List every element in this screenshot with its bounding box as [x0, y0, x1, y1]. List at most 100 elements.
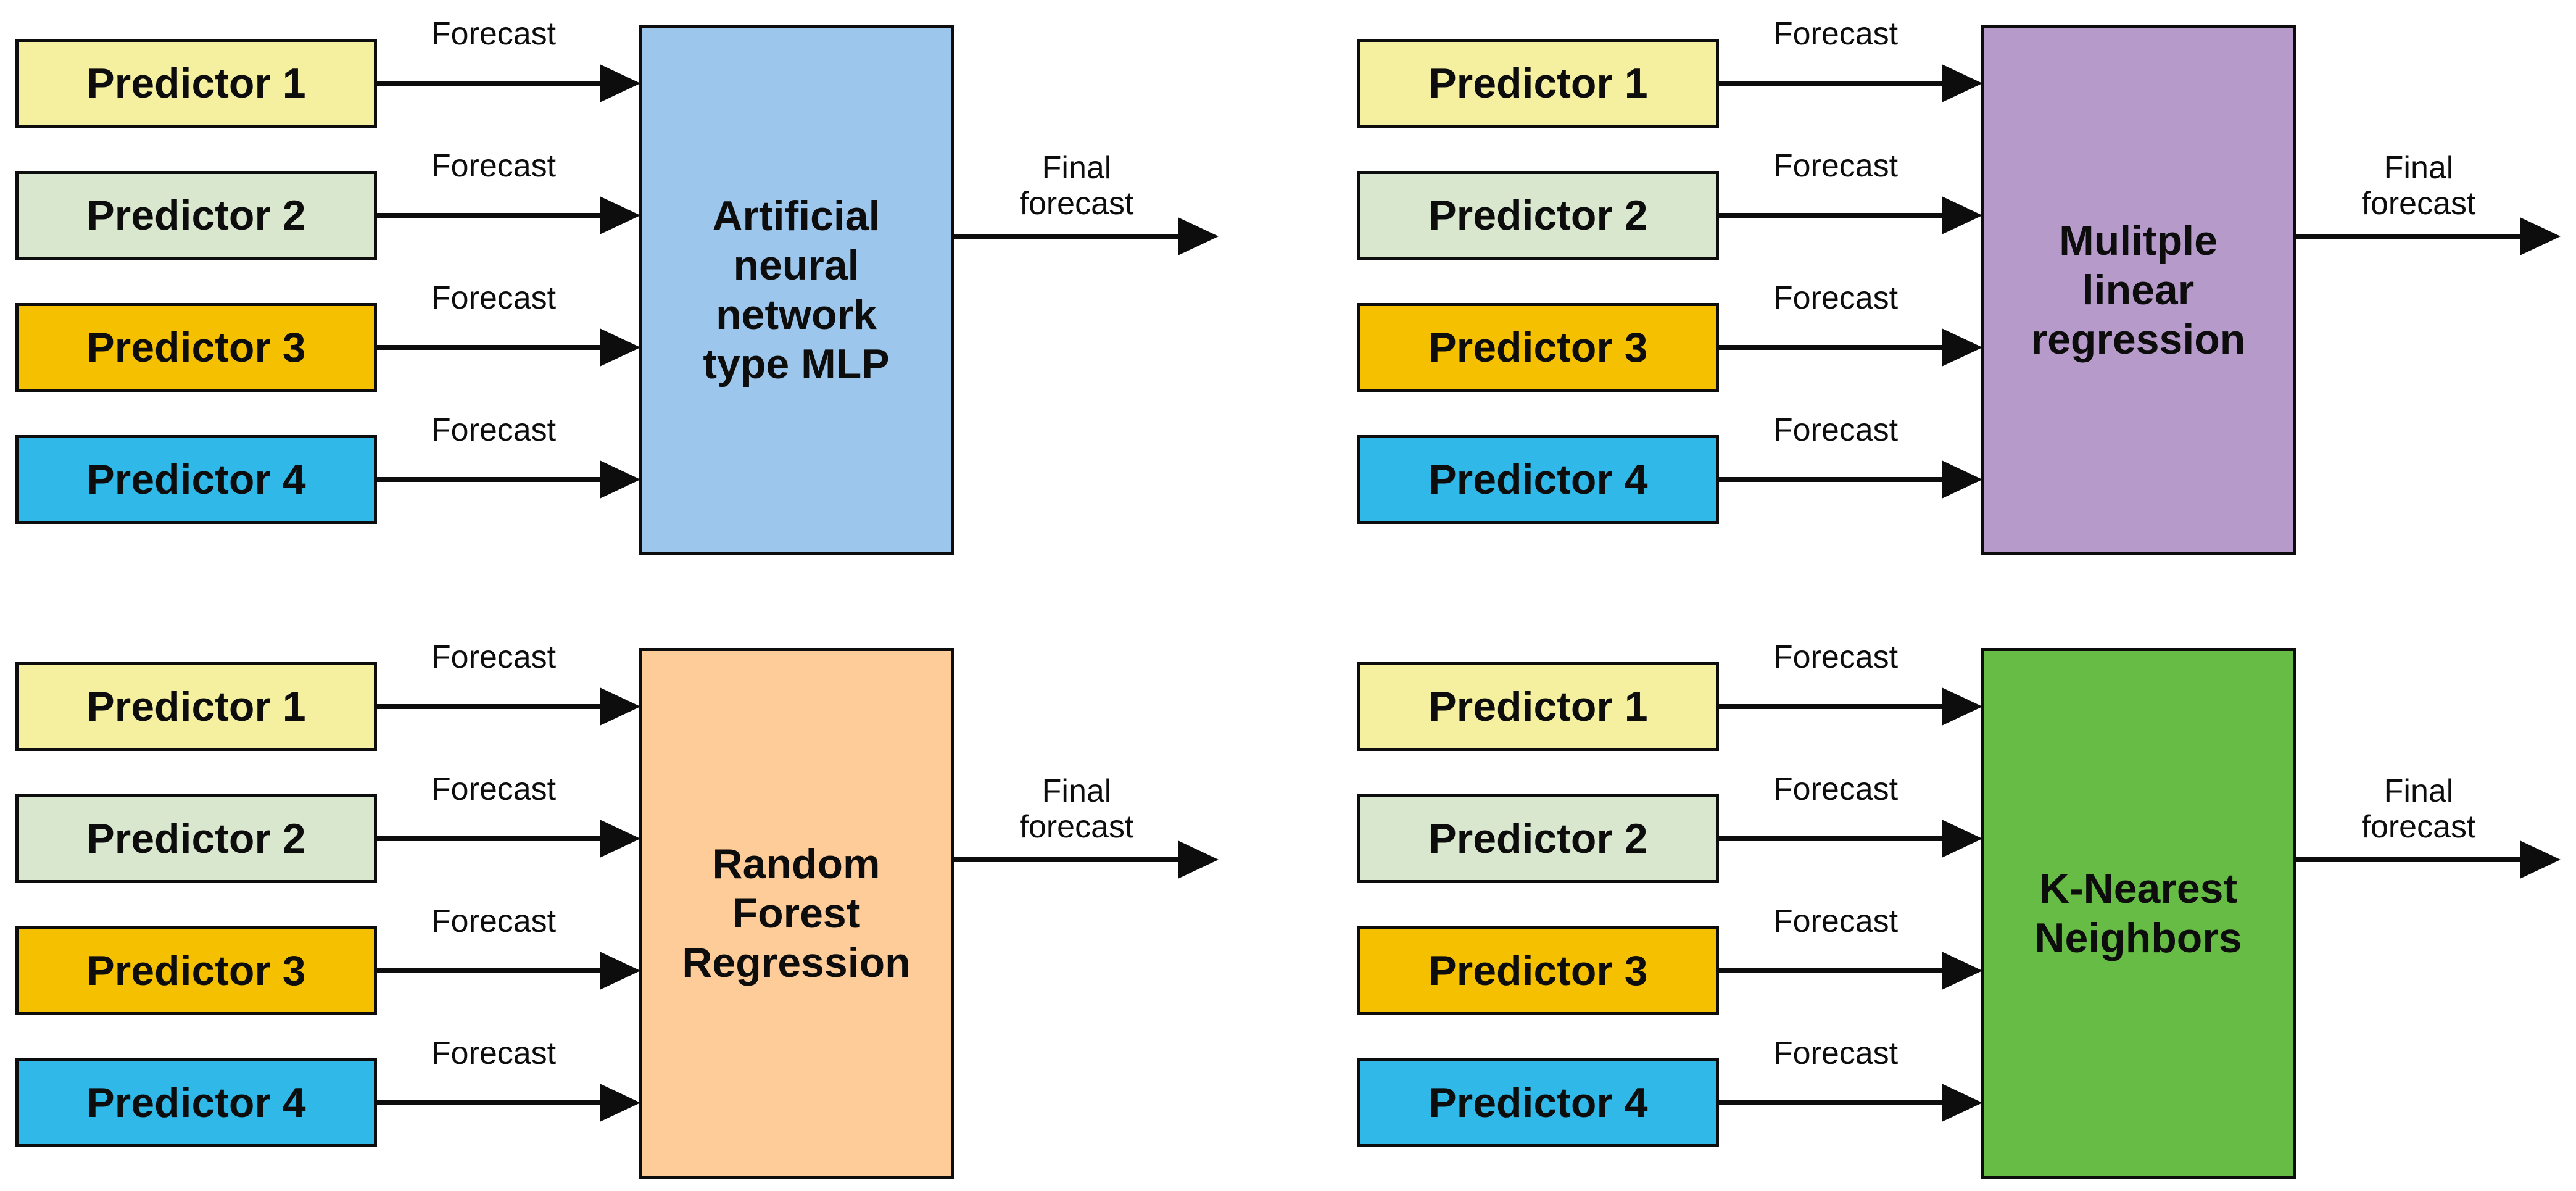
forecast-label: Forecast: [431, 16, 557, 52]
predictor-4-box: Predictor 4: [1357, 1058, 1719, 1147]
ann-mlp-box: Artificial neural network type MLP: [639, 25, 954, 555]
final-forecast-arrow-shaft: [954, 234, 1179, 239]
forecast-label: Forecast: [431, 280, 557, 316]
forecast-arrow-shaft: [377, 836, 603, 841]
forecast-arrow-head: [600, 687, 640, 726]
forecast-label: Forecast: [1773, 280, 1899, 316]
forecast-arrow-shaft: [377, 968, 603, 973]
model-title-line: K-Nearest: [2039, 865, 2238, 912]
forecast-arrow-shaft: [377, 1100, 603, 1105]
forecast-arrow-shaft: [1719, 704, 1945, 709]
final-forecast-label: Final forecast: [1019, 150, 1134, 222]
predictor-3-label: Predictor 3: [86, 947, 306, 994]
forecast-arrow-head: [1942, 460, 1982, 499]
quadrant-random-forest: Predictor 1 Predictor 2 Predictor 3 Pred…: [0, 623, 1342, 1191]
predictor-4-label: Predictor 4: [1428, 456, 1648, 503]
predictor-2-label: Predictor 2: [86, 192, 306, 239]
forecast-arrow-shaft: [377, 345, 603, 350]
forecast-arrow-head: [600, 820, 640, 858]
forecast-arrow-head: [1942, 687, 1982, 726]
forecast-arrow-shaft: [1719, 213, 1945, 218]
predictor-1-box: Predictor 1: [15, 662, 377, 751]
forecast-label: Forecast: [431, 412, 557, 448]
final-forecast-label: Final forecast: [1019, 773, 1134, 845]
forecast-arrow-head: [1942, 196, 1982, 234]
predictor-2-box: Predictor 2: [1357, 794, 1719, 883]
predictor-3-box: Predictor 3: [15, 303, 377, 392]
quadrant-knn: Predictor 1 Predictor 2 Predictor 3 Pred…: [1342, 623, 2576, 1191]
predictor-2-box: Predictor 2: [15, 794, 377, 883]
random-forest-regression-box: Random Forest Regression: [639, 648, 954, 1179]
forecast-arrow-head: [600, 952, 640, 990]
predictor-1-box: Predictor 1: [15, 39, 377, 128]
predictor-4-label: Predictor 4: [1428, 1079, 1648, 1126]
predictor-3-label: Predictor 3: [1428, 947, 1648, 994]
predictor-4-label: Predictor 4: [86, 456, 306, 503]
forecast-arrow-shaft: [377, 81, 603, 86]
forecast-arrow-head: [1942, 328, 1982, 367]
final-forecast-arrow-head: [1178, 840, 1219, 879]
predictor-2-box: Predictor 2: [1357, 171, 1719, 260]
predictor-4-box: Predictor 4: [15, 435, 377, 524]
forecast-label: Forecast: [431, 639, 557, 675]
predictor-2-label: Predictor 2: [1428, 815, 1648, 862]
forecast-arrow-shaft: [1719, 1100, 1945, 1105]
forecast-arrow-head: [600, 64, 640, 102]
predictor-3-box: Predictor 3: [1357, 926, 1719, 1015]
model-title-line: regression: [2031, 316, 2246, 363]
model-title-line: Regression: [682, 939, 911, 986]
forecast-arrow-head: [600, 196, 640, 234]
forecast-arrow-head: [1942, 64, 1982, 102]
forecast-arrow-head: [600, 460, 640, 499]
forecast-label: Forecast: [1773, 412, 1899, 448]
forecast-arrow-head: [1942, 952, 1982, 990]
forecast-label: Forecast: [1773, 639, 1899, 675]
model-title-line: Artificial: [712, 193, 880, 239]
predictor-2-label: Predictor 2: [86, 815, 306, 862]
predictor-3-box: Predictor 3: [15, 926, 377, 1015]
model-title-line: network: [716, 291, 877, 338]
predictor-1-label: Predictor 1: [86, 60, 306, 107]
model-title-line: Neighbors: [2034, 915, 2242, 961]
forecast-arrow-shaft: [1719, 345, 1945, 350]
predictor-3-label: Predictor 3: [86, 324, 306, 371]
final-forecast-arrow-shaft: [2296, 234, 2521, 239]
model-title-line: Random: [712, 840, 880, 887]
forecast-arrow-shaft: [377, 477, 603, 482]
forecast-label: Forecast: [1773, 1035, 1899, 1071]
forecast-label: Forecast: [1773, 148, 1899, 184]
predictor-3-label: Predictor 3: [1428, 324, 1648, 371]
forecast-label: Forecast: [431, 148, 557, 184]
final-forecast-arrow-shaft: [2296, 857, 2521, 862]
forecast-label: Forecast: [431, 1035, 557, 1071]
final-forecast-arrow-shaft: [954, 857, 1179, 862]
predictor-3-box: Predictor 3: [1357, 303, 1719, 392]
model-title-line: Mulitple: [2059, 217, 2218, 264]
final-forecast-label: Final forecast: [2361, 773, 2476, 845]
forecast-arrow-head: [600, 1084, 640, 1122]
predictor-1-box: Predictor 1: [1357, 39, 1719, 128]
final-forecast-label: Final forecast: [2361, 150, 2476, 222]
forecast-label: Forecast: [1773, 771, 1899, 807]
forecast-arrow-shaft: [1719, 836, 1945, 841]
forecast-arrow-head: [600, 328, 640, 367]
forecast-label: Forecast: [1773, 16, 1899, 52]
predictor-2-label: Predictor 2: [1428, 192, 1648, 239]
forecast-label: Forecast: [431, 771, 557, 807]
predictor-1-box: Predictor 1: [1357, 662, 1719, 751]
model-title-line: type MLP: [703, 341, 890, 388]
predictor-1-label: Predictor 1: [1428, 683, 1648, 730]
predictor-4-label: Predictor 4: [86, 1079, 306, 1126]
quadrant-ann-mlp: Predictor 1 Predictor 2 Predictor 3 Pred…: [0, 0, 1342, 596]
final-forecast-arrow-head: [2520, 217, 2561, 255]
predictor-1-label: Predictor 1: [1428, 60, 1648, 107]
forecast-label: Forecast: [431, 903, 557, 939]
model-title-line: linear: [2082, 267, 2195, 313]
predictor-4-box: Predictor 4: [1357, 435, 1719, 524]
forecast-arrow-shaft: [1719, 81, 1945, 86]
final-forecast-arrow-head: [1178, 217, 1219, 255]
forecast-arrow-shaft: [1719, 477, 1945, 482]
model-title-line: Forest: [732, 890, 861, 937]
forecast-arrow-shaft: [1719, 968, 1945, 973]
